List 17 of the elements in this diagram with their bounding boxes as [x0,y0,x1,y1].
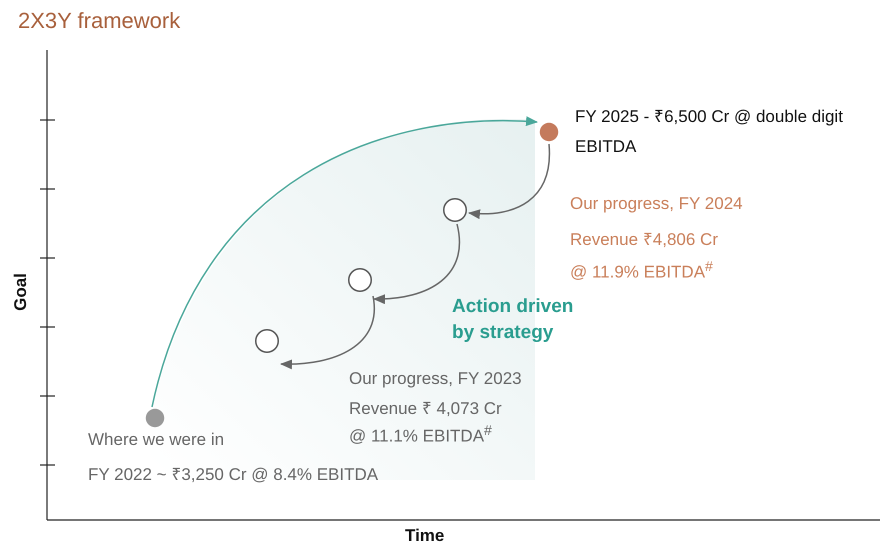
annotation: Action driven by strategy [452,295,574,345]
progress-note: Revenue ₹ 4,073 Cr [349,398,502,419]
arrow [280,296,376,370]
progress-note: @ 11.1% EBITDA$^{#}$ [349,423,492,447]
arrow [151,116,538,408]
axis-title: Time [405,526,444,546]
progress-note: Our progress, FY 2023 [349,369,522,389]
axis-title: Goal [10,273,31,311]
arrow [373,224,460,304]
start-text: Where we were in [88,430,224,450]
progress-note: Our progress, FY 2024 [570,194,743,214]
progress-note: Revenue ₹4,806 Cr [570,229,718,250]
title: 2X3Y framework [18,8,180,34]
progress-note: @ 11.9% EBITDA$^{#}$ [570,259,713,283]
start-text: FY 2022 ~ ₹3,250 Cr @ 8.4% EBITDA [88,464,378,485]
arrow [468,144,550,219]
goal-text: FY 2025 - ₹6,500 Cr @ double digit EBITDA [575,106,844,158]
